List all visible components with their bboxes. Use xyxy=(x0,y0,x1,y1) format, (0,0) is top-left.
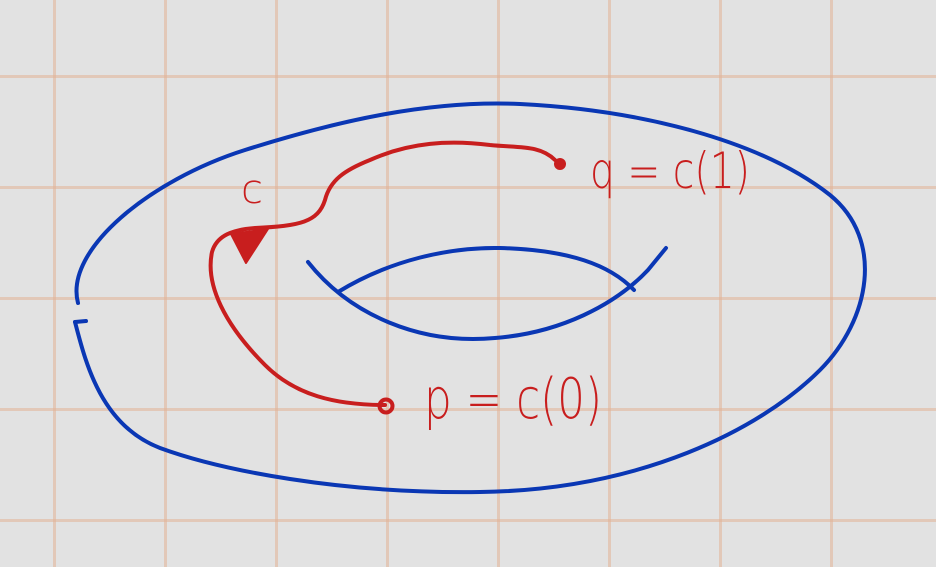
curve-direction-arrow xyxy=(230,228,269,264)
point-p-dot xyxy=(377,397,395,415)
torus-outer-outline xyxy=(73,101,867,495)
curve-label: c xyxy=(241,167,263,213)
torus-hole-lower-arc xyxy=(306,246,668,341)
start-point-label: p = c(0) xyxy=(424,367,602,432)
curve-c xyxy=(208,140,557,407)
point-q-dot xyxy=(554,158,566,170)
end-point-label: q = c(1) xyxy=(590,142,750,200)
torus-hole-upper-arc xyxy=(336,245,636,294)
torus-outer-notch xyxy=(73,319,88,324)
